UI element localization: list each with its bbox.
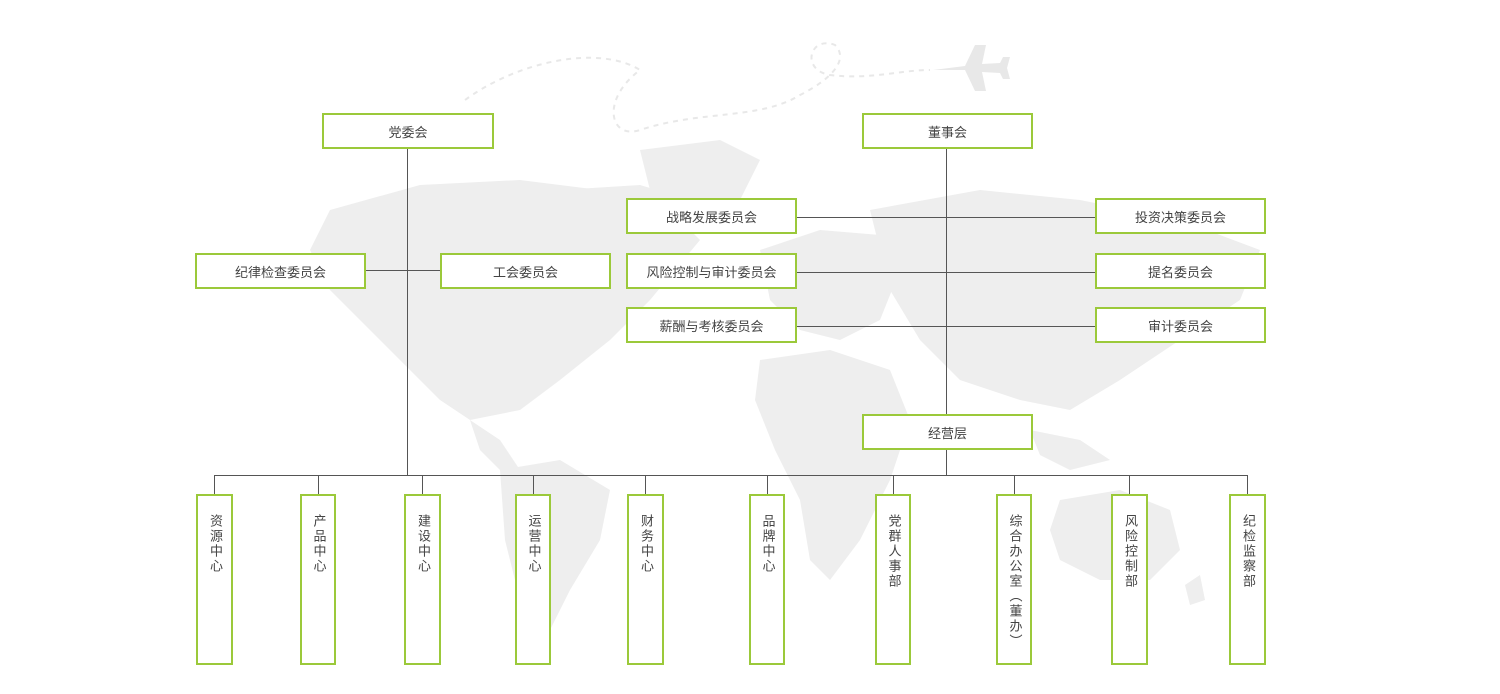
dept-risk-control: 风险控制部	[1111, 494, 1148, 665]
dept-label: 产品中心	[310, 514, 326, 574]
dept-label: 风险控制部	[1122, 514, 1137, 589]
dept-resource-center: 资源中心	[196, 494, 233, 665]
connector-line	[893, 475, 894, 495]
strategy-committee-box: 战略发展委员会	[626, 198, 797, 234]
dept-label: 建设中心	[415, 514, 430, 574]
dept-party-hr: 党群人事部	[875, 494, 911, 665]
union-committee-box: 工会委员会	[440, 253, 611, 289]
connector-line	[533, 475, 534, 495]
connector-line	[645, 475, 646, 495]
dept-product-center: 产品中心	[300, 494, 336, 665]
audit-committee-box: 审计委员会	[1095, 307, 1266, 343]
connector-line	[946, 149, 947, 414]
dept-discipline-inspection: 纪检监察部	[1229, 494, 1266, 665]
connector-line	[796, 326, 1096, 327]
dept-label: 党群人事部	[885, 514, 901, 589]
connector-line	[1129, 475, 1130, 495]
connector-line	[318, 475, 319, 495]
connector-line	[407, 149, 408, 475]
dept-label: 纪检监察部	[1240, 514, 1255, 589]
connector-line	[767, 475, 768, 495]
management-box: 经营层	[862, 414, 1033, 450]
nomination-committee-box: 提名委员会	[1095, 253, 1266, 289]
connector-line	[946, 450, 947, 475]
dept-label: 资源中心	[207, 514, 222, 574]
connector-line	[1247, 475, 1248, 495]
risk-audit-committee-box: 风险控制与审计委员会	[626, 253, 797, 289]
dept-construction-center: 建设中心	[404, 494, 441, 665]
dept-general-office: 综合办公室（董办）	[996, 494, 1032, 665]
dept-label: 综合办公室（董办）	[1006, 514, 1022, 649]
dept-brand-center: 品牌中心	[749, 494, 785, 665]
connector-line	[214, 475, 1248, 476]
connector-line	[796, 217, 1096, 218]
dept-operation-center: 运营中心	[515, 494, 551, 665]
connector-line	[214, 475, 215, 495]
connector-line	[1014, 475, 1015, 495]
discipline-committee-box: 纪律检查委员会	[195, 253, 366, 289]
dept-label: 财务中心	[638, 514, 653, 574]
party-committee-box: 党委会	[322, 113, 494, 149]
compensation-committee-box: 薪酬与考核委员会	[626, 307, 797, 343]
connector-line	[365, 270, 441, 271]
dept-finance-center: 财务中心	[627, 494, 664, 665]
board-box: 董事会	[862, 113, 1033, 149]
connector-line	[796, 272, 1096, 273]
investment-committee-box: 投资决策委员会	[1095, 198, 1266, 234]
dept-label: 品牌中心	[759, 514, 775, 574]
dept-label: 运营中心	[525, 514, 541, 574]
connector-line	[422, 475, 423, 495]
